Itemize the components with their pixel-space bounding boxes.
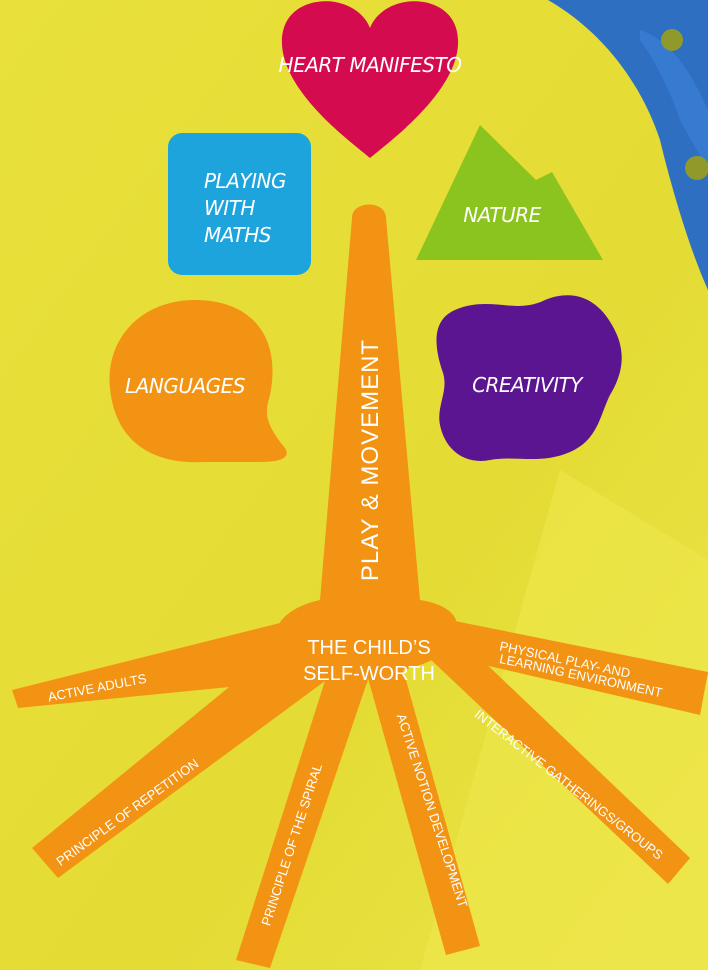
root-physical [410,612,708,715]
heart-label: HEART MANIFESTO [279,53,462,77]
nature-label: NATURE [463,203,541,227]
maths-box [168,133,311,275]
languages-label: LANGUAGES [125,374,246,398]
maths-label-line1: PLAYING [204,169,286,193]
roots [12,612,708,968]
trunk-label: PLAY & MOVEMENT [357,339,384,581]
dice-decoration [548,0,708,290]
creativity-blob [436,295,622,461]
root-spiral [236,640,378,968]
languages-bubble [109,300,287,463]
root-active-adults [12,618,300,708]
maths-label-line2: WITH [204,196,255,220]
root-notion [360,644,480,955]
root-gatherings [410,618,690,884]
core-label-line1: THE CHILD’S [307,637,430,659]
heart-shape [281,1,459,158]
creativity-label: CREATIVITY [472,373,584,397]
root-repetition [32,625,340,878]
core-label-line2: SELF-WORTH [303,663,435,685]
maths-label-line3: MATHS [204,223,272,247]
nature-shape [416,125,603,260]
trunk [275,204,458,675]
